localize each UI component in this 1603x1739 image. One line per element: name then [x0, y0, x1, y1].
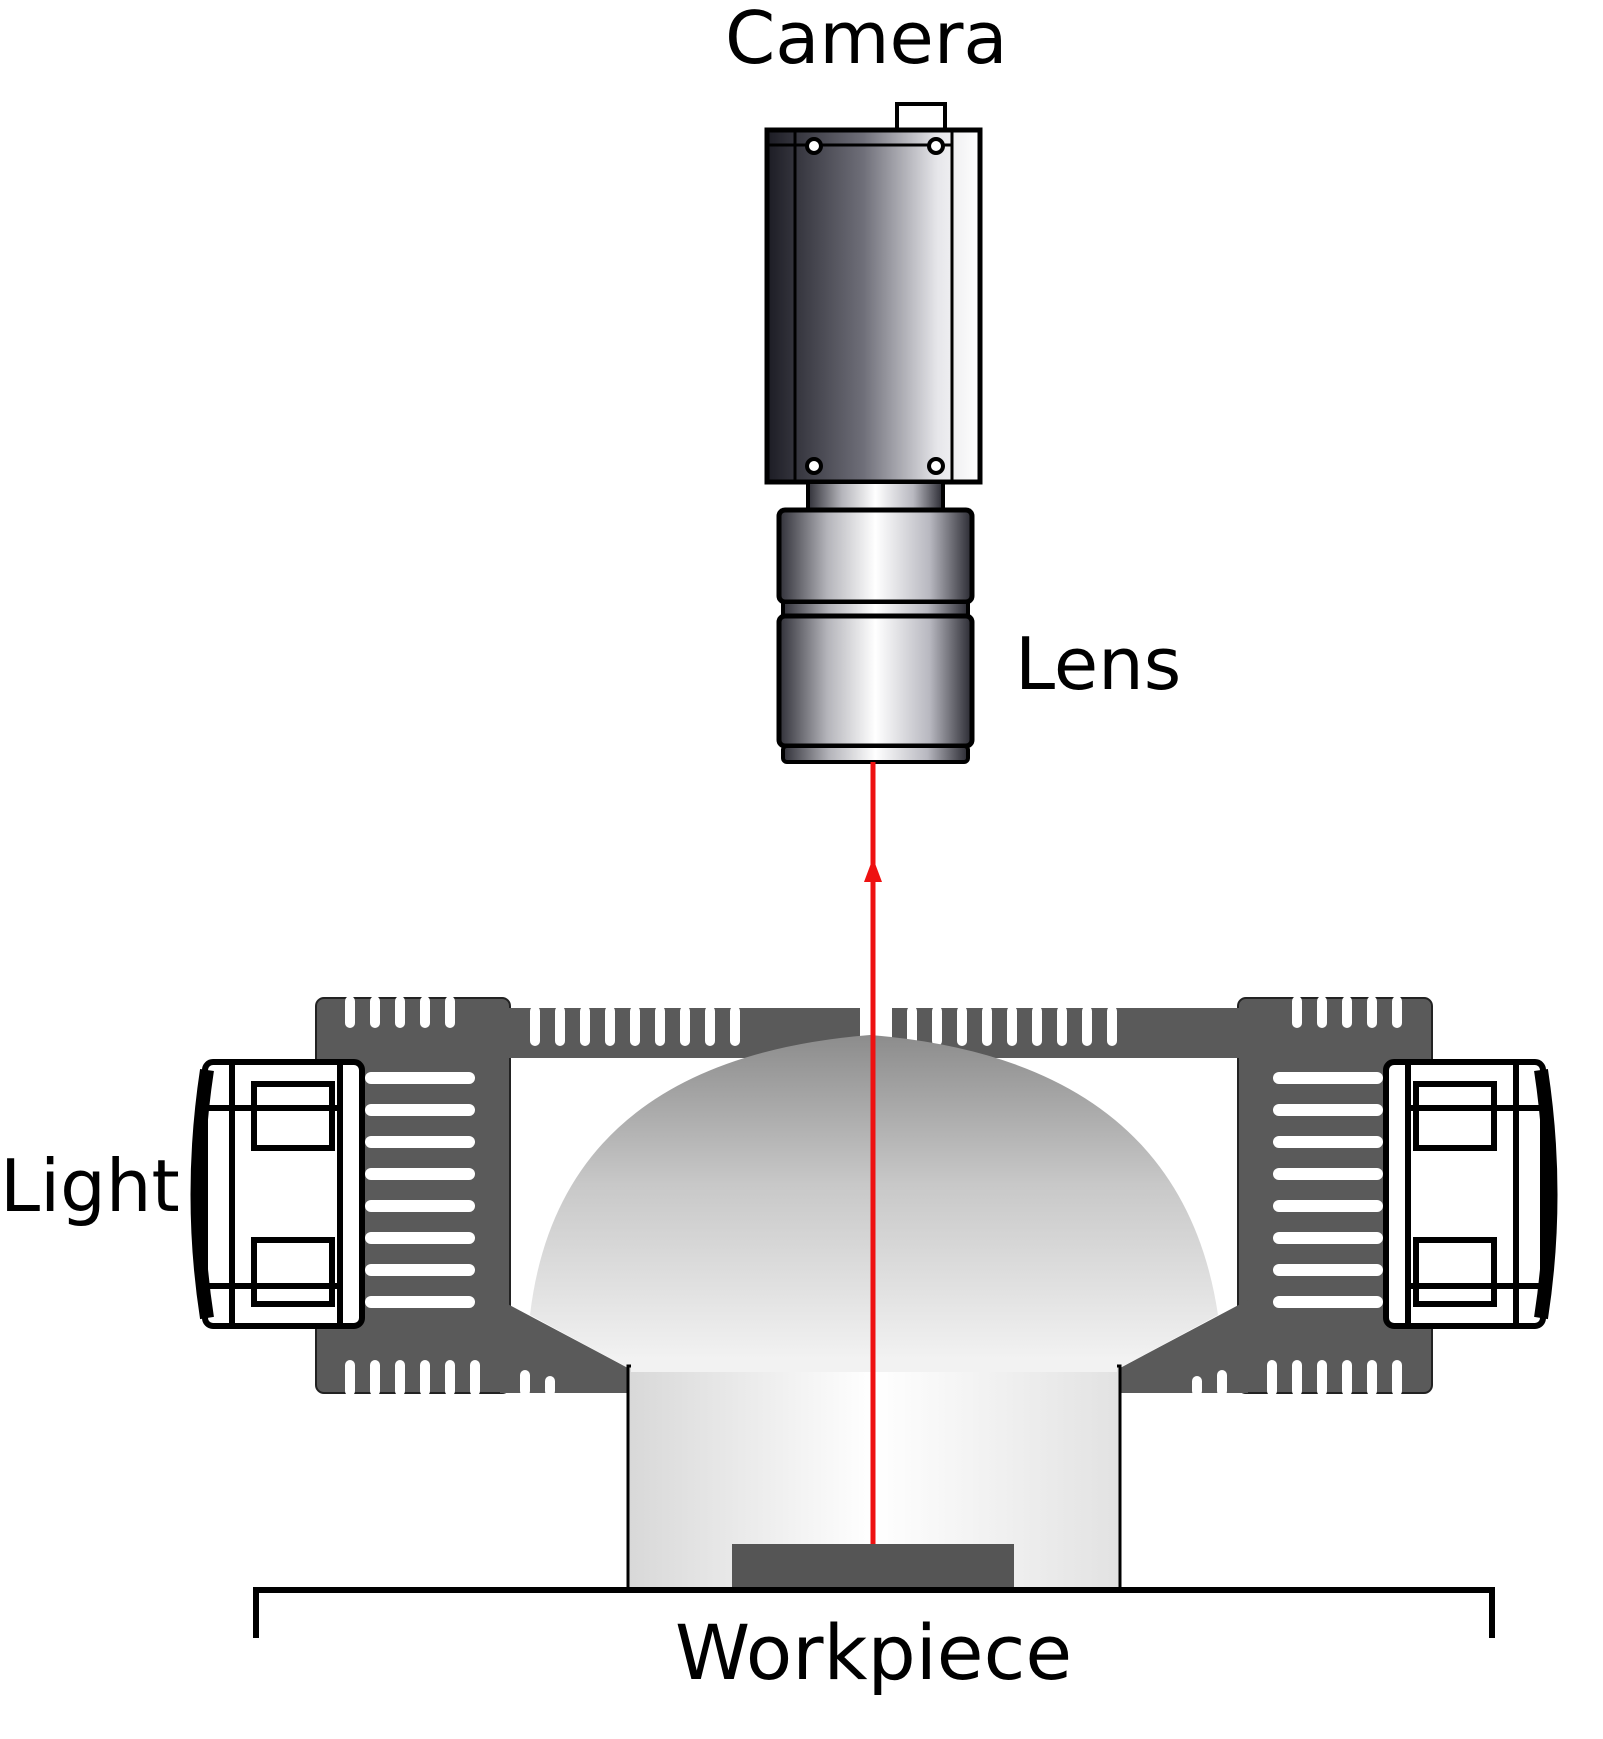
light-beam [864, 762, 882, 1544]
lens-icon [776, 480, 975, 764]
beam-arrow-icon [864, 858, 882, 882]
camera-label: Camera [725, 0, 1008, 80]
workpiece-label: Workpiece [675, 1608, 1073, 1697]
lens-label: Lens [1015, 622, 1182, 706]
camera-body-icon [764, 102, 983, 485]
workpiece-stage [253, 1544, 1495, 1638]
dome-light-icon [190, 996, 1558, 1592]
light-label: Light [0, 1144, 180, 1228]
